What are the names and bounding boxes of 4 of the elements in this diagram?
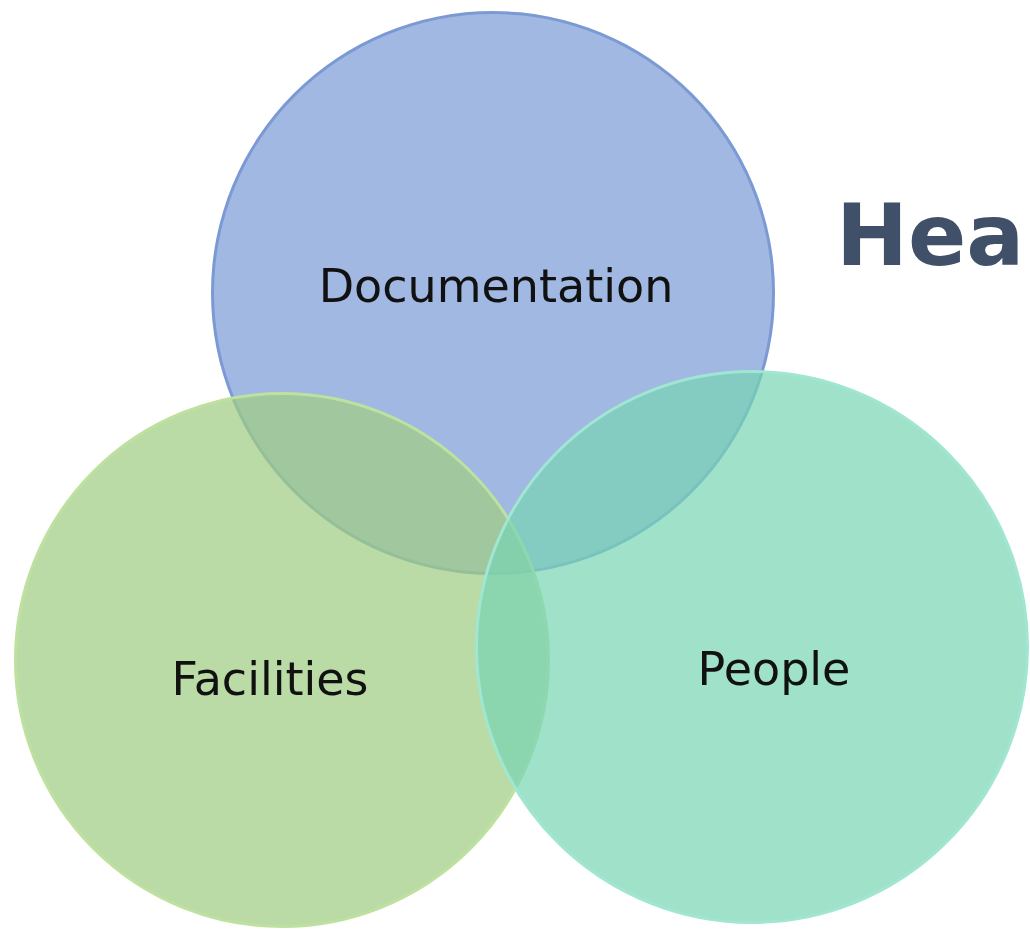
circle-label: Facilities	[171, 652, 369, 706]
circle-label: People	[697, 642, 851, 696]
circle-label: Documentation	[318, 259, 674, 313]
heading-text: Hea	[836, 185, 1025, 285]
